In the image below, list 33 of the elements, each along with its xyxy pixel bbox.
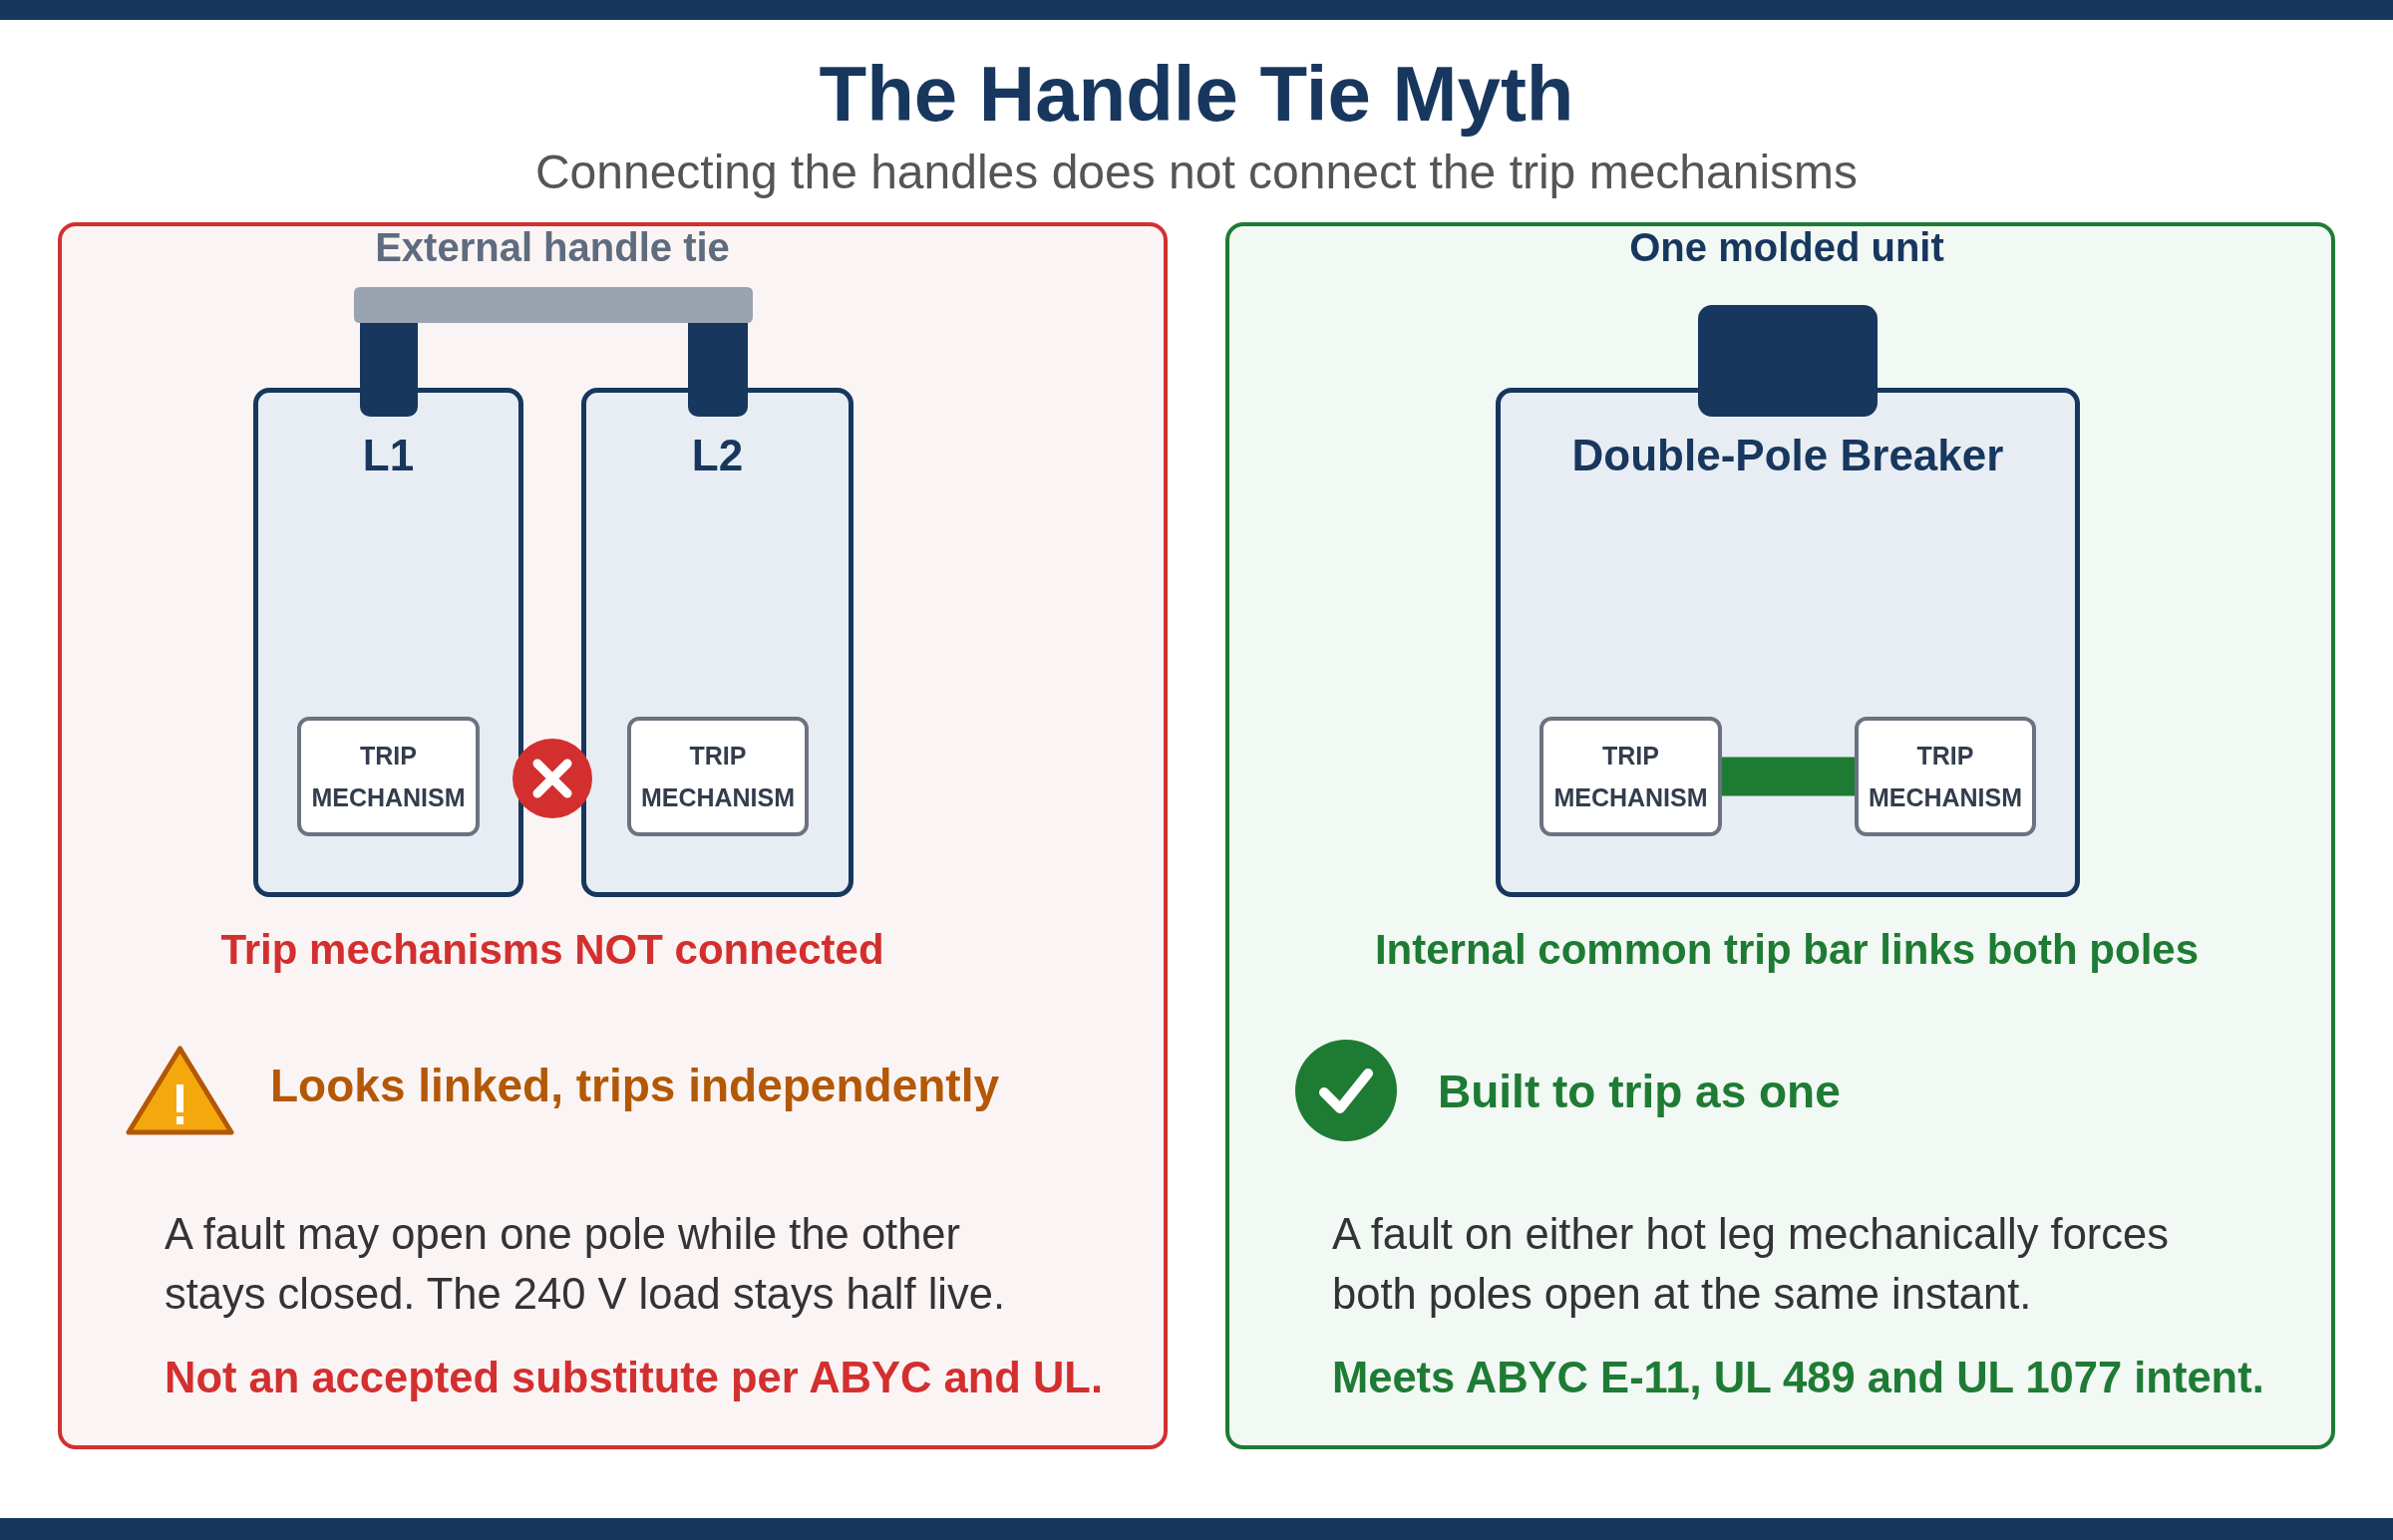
trip-mechanism-label: TRIP MECHANISM [1867, 741, 2024, 813]
trip-mechanism-box [1539, 717, 1722, 836]
trip-mechanism-label: TRIP MECHANISM [310, 741, 467, 813]
trip-mechanism-label: TRIP MECHANISM [1552, 741, 1709, 813]
subtitle: Connecting the handles does not connect the trip mechanisms [533, 145, 1860, 200]
breaker-handle [1698, 305, 1878, 417]
warning-panel [58, 222, 1168, 1449]
warning-heading: Looks linked, trips independently [270, 1059, 999, 1113]
breaker-body [581, 388, 854, 897]
status-caption: Internal common trip bar links both poles [1373, 925, 2201, 975]
success-heading: Built to trip as one [1438, 1065, 1841, 1119]
breaker-label: Double-Pole Breaker [1570, 430, 2005, 481]
breaker-body [253, 388, 523, 897]
breaker-label: L2 [690, 430, 745, 481]
handle-tie-bar [354, 287, 753, 323]
body-text: A fault on either hot leg mechanically forces both poles open at the same instant. [1332, 1209, 2171, 1320]
common-trip-bar [1722, 757, 1855, 796]
breaker-body [1496, 388, 2080, 897]
title: The Handle Tie Myth [818, 49, 1575, 140]
trip-mechanism-box [627, 717, 809, 836]
panel-heading: One molded unit [1628, 224, 1945, 271]
breaker-handle [688, 323, 748, 417]
trip-mechanism-box [297, 717, 480, 836]
breaker-label: L1 [361, 430, 416, 481]
trip-mechanism-label: TRIP MECHANISM [639, 741, 797, 813]
note-text: Not an accepted substitute per ABYC and UL. [165, 1353, 1103, 1403]
trip-mechanism-box [1855, 717, 2036, 836]
edge-label: External handle tie [374, 224, 731, 271]
note-text: Meets ABYC E-11, UL 489 and UL 1077 intent. [1332, 1353, 2264, 1403]
status-caption: Trip mechanisms NOT connected [219, 925, 885, 975]
body-text: A fault may open one pole while the other stays closed. The 240 V load stays half live. [165, 1209, 1007, 1320]
breaker-handle [360, 323, 418, 417]
approved-panel [1225, 222, 2335, 1449]
